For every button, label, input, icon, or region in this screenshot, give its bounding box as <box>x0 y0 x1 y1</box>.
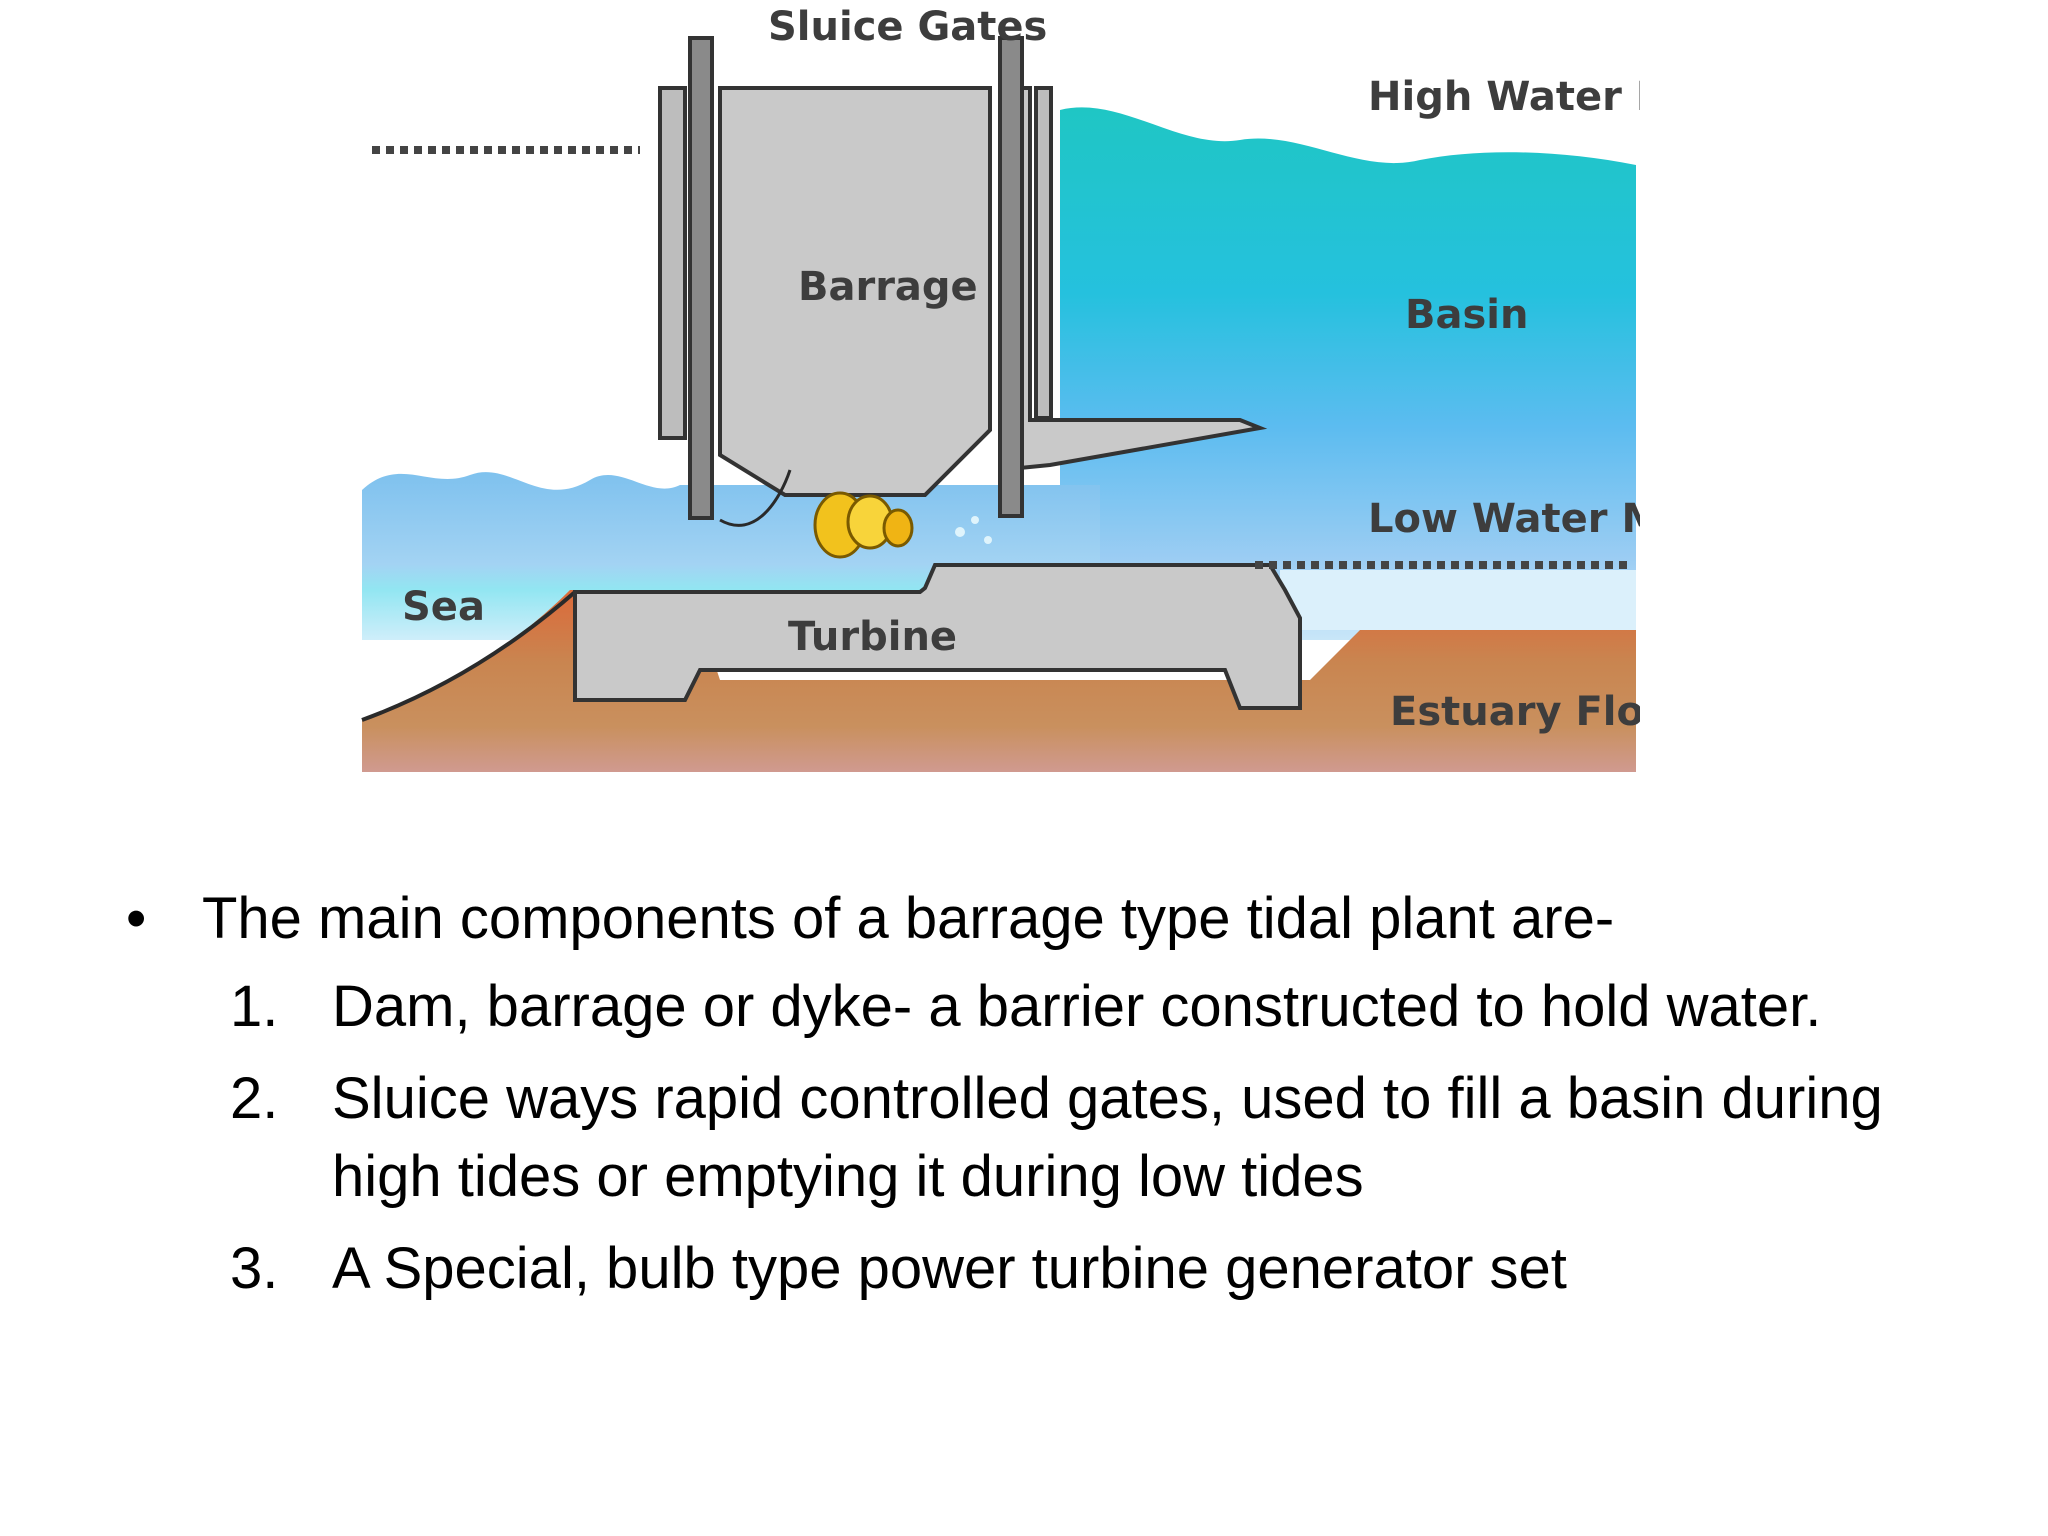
label-high-water-mark: High Water Mark <box>1368 74 1640 120</box>
list-item-text: Dam, barrage or dyke- a barrier construc… <box>332 974 1822 1039</box>
intro-text: The main components of a barrage type ti… <box>202 886 1615 951</box>
label-turbine: Turbine <box>788 614 957 660</box>
bullet-icon: • <box>126 886 147 951</box>
intro-bullet: • The main components of a barrage type … <box>120 880 1940 958</box>
flow-curve <box>719 469 792 527</box>
label-basin: Basin <box>1405 292 1528 338</box>
barrage-body <box>718 86 992 497</box>
basin-water <box>1060 107 1636 640</box>
label-sea: Sea <box>402 584 485 630</box>
list-item-text: A Special, bulb type power turbine gener… <box>332 1236 1567 1301</box>
list-item: 3. A Special, bulb type power turbine ge… <box>120 1230 1892 1308</box>
label-low-water-mark: Low Water Mark <box>1368 496 1640 542</box>
label-estuary-floor: Estuary Floor <box>1390 689 1640 735</box>
components-list: 1. Dam, barrage or dyke- a barrier const… <box>120 968 1940 1308</box>
sea-bed-slope <box>361 590 577 722</box>
basin-light-band <box>1280 570 1636 630</box>
list-item-number: 1. <box>230 974 279 1039</box>
list-item-text: Sluice ways rapid controlled gates, used… <box>332 1066 1883 1209</box>
label-barrage: Barrage <box>798 264 978 310</box>
sluice-gate-left-outer <box>658 86 687 440</box>
barrage-foundation <box>573 563 1302 710</box>
sluice-gate-right-outer <box>1034 86 1053 420</box>
list-item-number: 2. <box>230 1066 279 1131</box>
slide-text: • The main components of a barrage type … <box>120 880 1940 1322</box>
label-sluice-gates: Sluice Gates <box>768 4 1047 50</box>
list-item: 2. Sluice ways rapid controlled gates, u… <box>120 1060 1892 1216</box>
sluice-gate-left <box>688 36 714 520</box>
diagram-svg: Sluice Gates High Water Mark Barrage Bas… <box>361 4 1640 772</box>
list-item: 1. Dam, barrage or dyke- a barrier const… <box>120 968 1892 1046</box>
tidal-barrage-diagram: Sluice Gates High Water Mark Barrage Bas… <box>360 0 1640 776</box>
sluice-gate-right <box>998 36 1024 518</box>
turbine-bulb <box>813 491 992 559</box>
list-item-number: 3. <box>230 1236 279 1301</box>
